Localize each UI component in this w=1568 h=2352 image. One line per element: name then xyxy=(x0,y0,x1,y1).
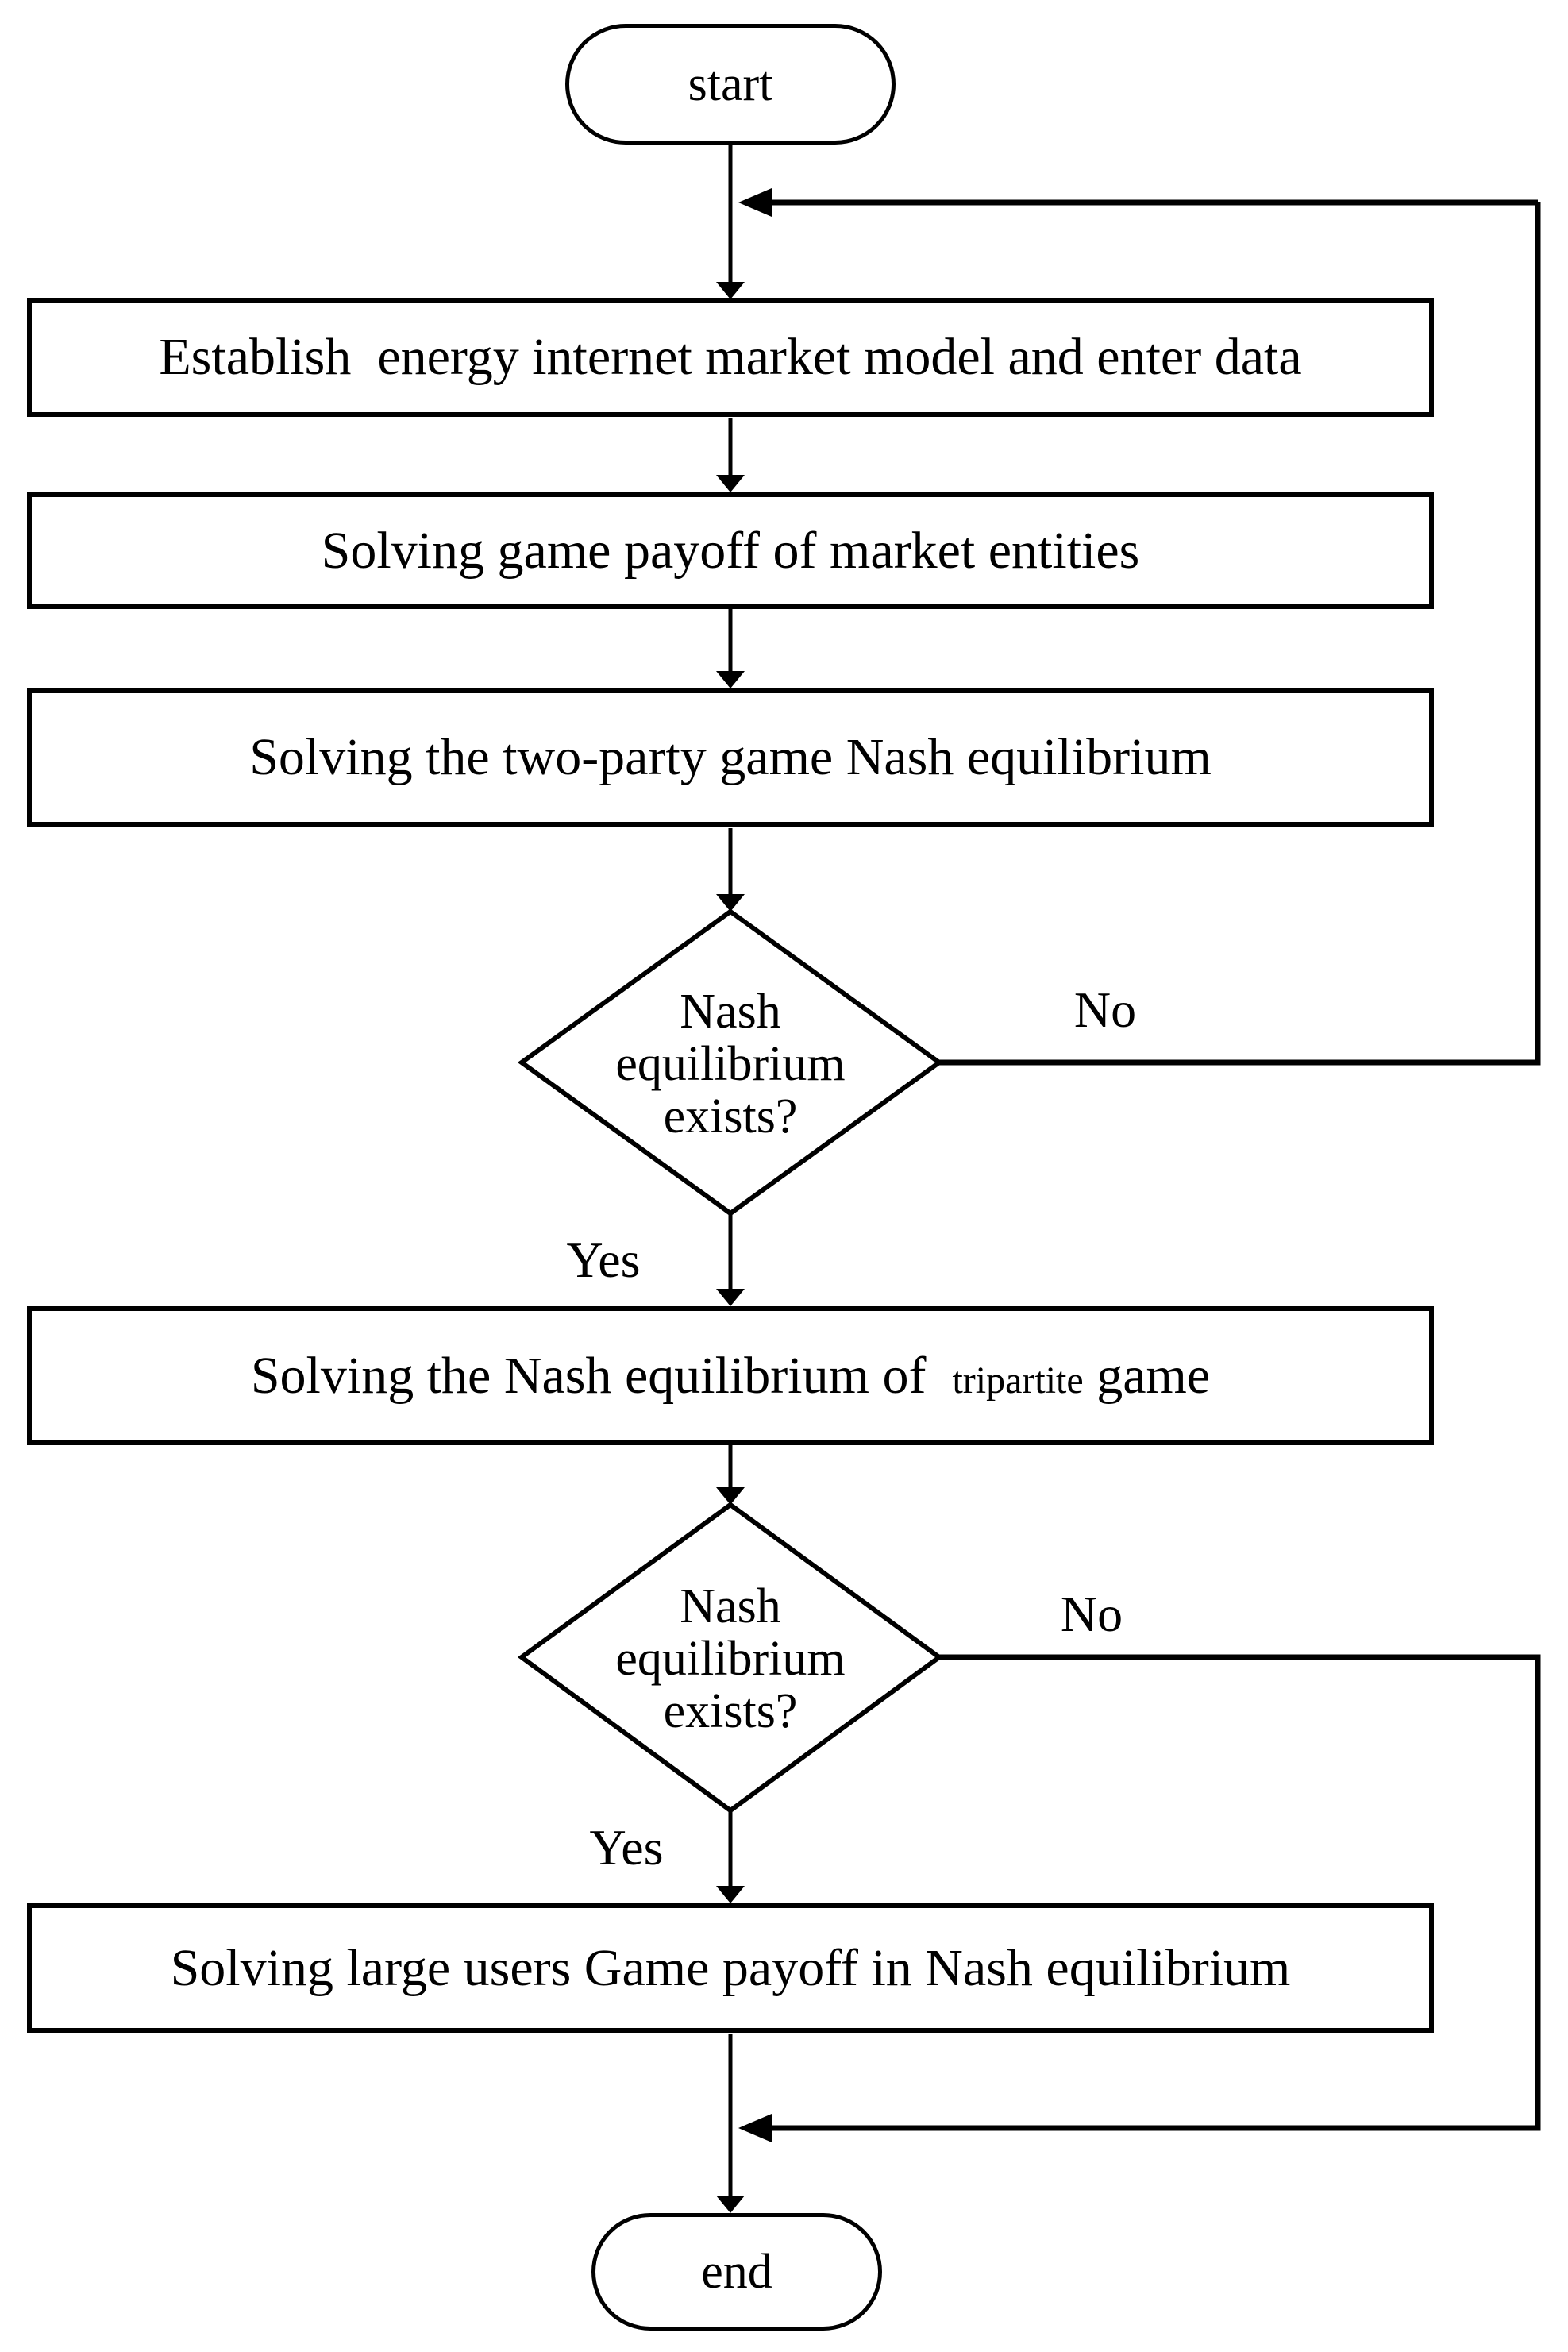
decision-2-line3: exists? xyxy=(663,1683,798,1738)
no2-label: No xyxy=(1060,1586,1123,1642)
process-game-payoff: Solving game payoff of market entities xyxy=(27,492,1434,609)
process-two-party-nash: Solving the two-party game Nash equilibr… xyxy=(27,688,1434,827)
decision-2-line1: Nash xyxy=(680,1579,781,1633)
process-game-payoff-label: Solving game payoff of market entities xyxy=(321,521,1140,580)
yes1-label: Yes xyxy=(566,1232,641,1288)
decision-1-line3: exists? xyxy=(663,1089,798,1143)
start-node: start xyxy=(565,24,896,145)
start-label: start xyxy=(688,56,773,111)
arrowhead-into-tripartite xyxy=(716,1289,745,1306)
tripartite-small-text: tripartite xyxy=(952,1359,1084,1402)
end-node: end xyxy=(591,2213,882,2331)
process-establish-model-label: Establish energy internet market model a… xyxy=(159,328,1302,387)
end-label: end xyxy=(701,2244,772,2299)
arrowhead-into-end xyxy=(716,2196,745,2213)
decision-2-label: Nash equilibrium exists? xyxy=(522,1579,939,1738)
decision-1-line2: equilibrium xyxy=(615,1036,846,1091)
decision-1-line1: Nash xyxy=(680,984,781,1039)
process-two-party-nash-label: Solving the two-party game Nash equilibr… xyxy=(249,728,1212,787)
arrowhead-no2-left xyxy=(738,2114,772,2142)
arrowhead-into-decision2 xyxy=(716,1487,745,1505)
connector-no2-path xyxy=(772,1654,1541,2131)
yes2-label: Yes xyxy=(589,1819,664,1876)
arrowhead-into-decision1 xyxy=(716,894,745,912)
no1-label: No xyxy=(1073,981,1137,1038)
process-large-users-payoff-label: Solving large users Game payoff in Nash … xyxy=(170,1938,1291,1997)
arrowhead-into-largeusers xyxy=(716,1886,745,1903)
connector-no1-path xyxy=(939,202,1541,1066)
decision-1-label: Nash equilibrium exists? xyxy=(522,984,939,1143)
arrowhead-into-establish xyxy=(716,282,745,299)
process-large-users-payoff: Solving large users Game payoff in Nash … xyxy=(27,1903,1434,2033)
arrowhead-loopback-left xyxy=(738,188,772,217)
process-establish-model: Establish energy internet market model a… xyxy=(27,298,1434,417)
process-tripartite-nash: Solving the Nash equilibrium of triparti… xyxy=(27,1306,1434,1445)
decision-2-line2: equilibrium xyxy=(615,1631,846,1686)
arrowhead-into-twoparty xyxy=(716,671,745,688)
process-tripartite-nash-label: Solving the Nash equilibrium of triparti… xyxy=(250,1346,1211,1405)
arrowhead-into-payoff xyxy=(716,475,745,492)
